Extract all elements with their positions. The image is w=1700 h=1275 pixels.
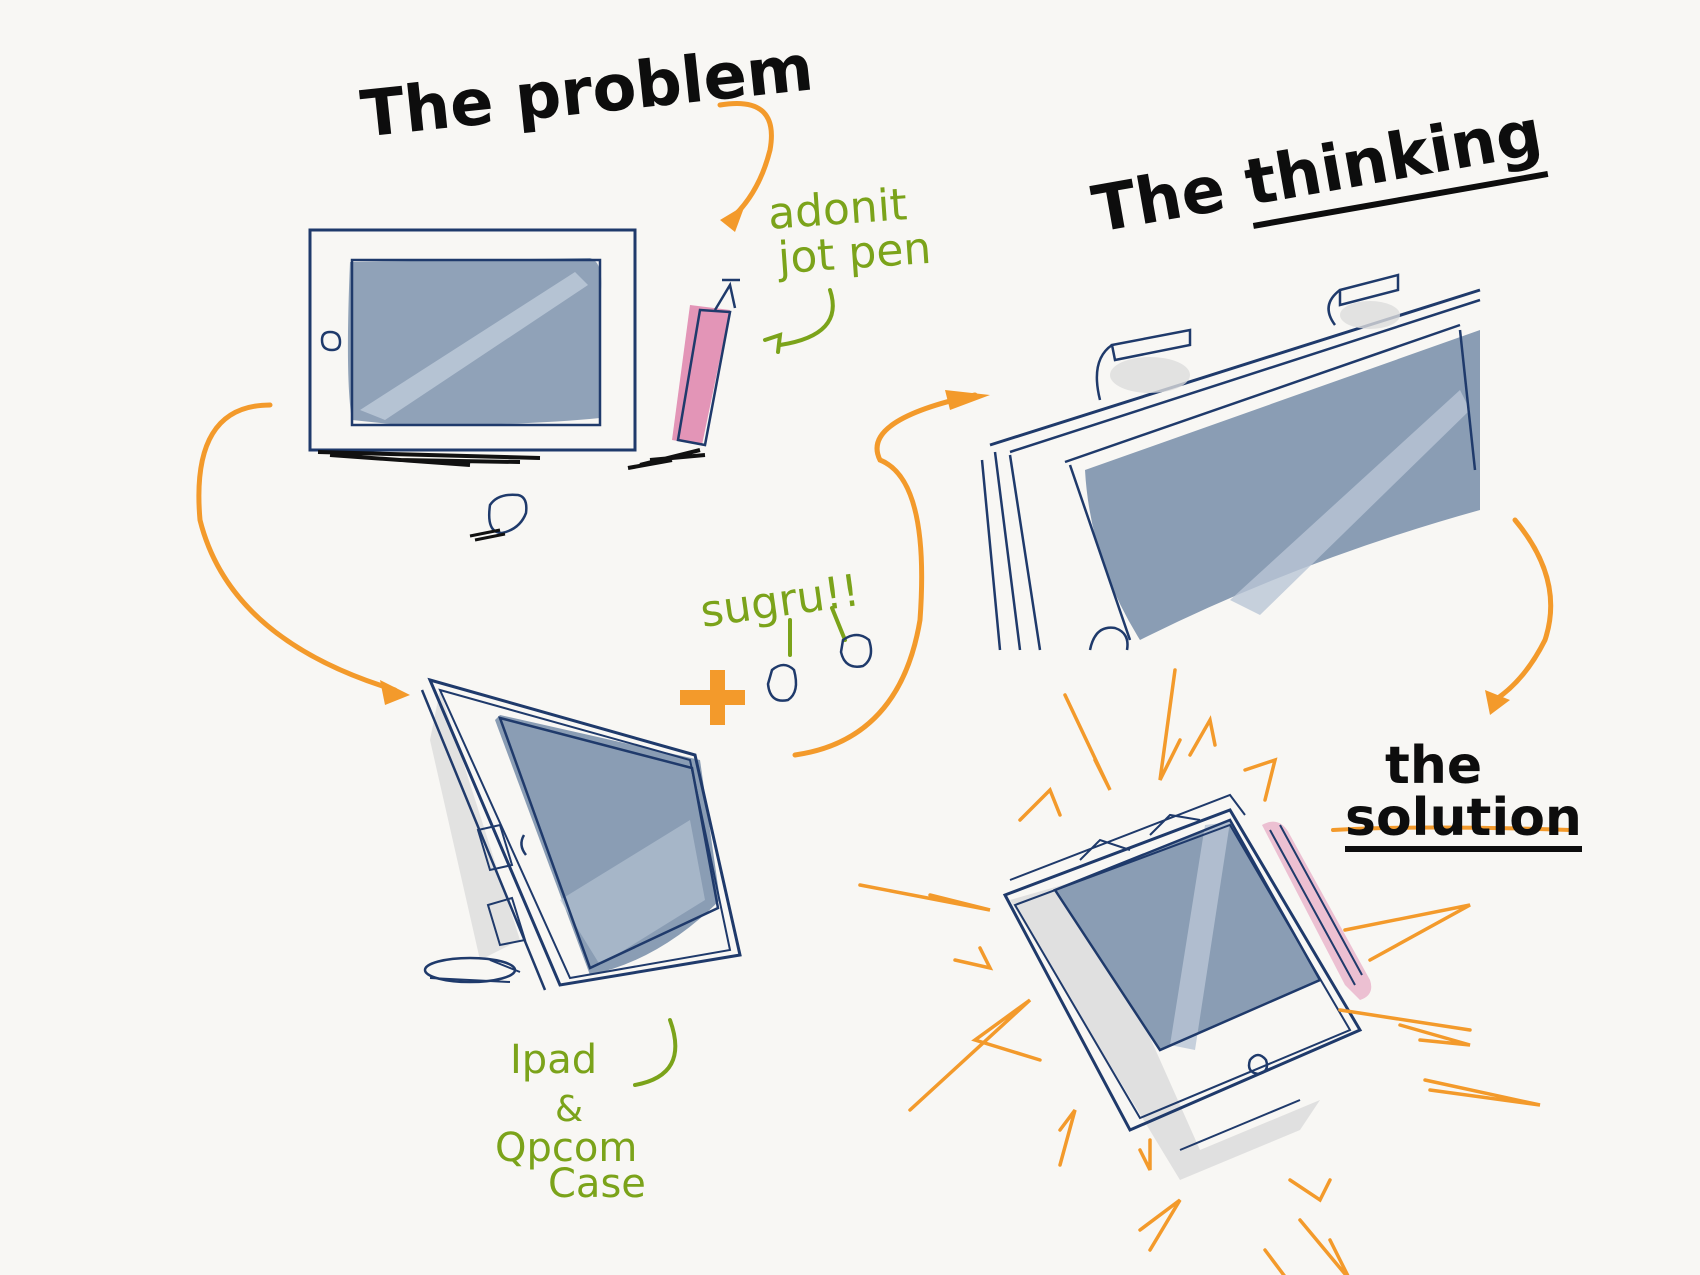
burst-strokes	[858, 668, 1541, 1275]
pointer-lines	[788, 606, 847, 657]
note-arrows	[633, 288, 847, 1087]
home-button-icon	[320, 330, 342, 352]
arrowhead-icon	[945, 390, 990, 410]
clip-icon	[1327, 273, 1400, 329]
stylus-icon	[627, 278, 740, 470]
case-annotation-line3: Qpcom	[495, 1125, 638, 1171]
putty-blob-icon	[766, 663, 798, 702]
putty-blob-icon	[488, 493, 528, 535]
underline-stroke	[1331, 825, 1572, 832]
clip-icon	[1095, 328, 1192, 401]
curved-arrow-icon	[792, 392, 978, 758]
arrowhead-icon	[380, 680, 410, 705]
sugru-blobs	[766, 633, 873, 702]
plus-icon	[680, 670, 745, 725]
arrowhead-icon	[720, 205, 745, 232]
pen-annotation-line2: jot pen	[776, 222, 933, 285]
curved-arrow-icon	[633, 1018, 678, 1087]
curved-arrow-icon	[196, 402, 398, 693]
curved-arrow-icon	[717, 101, 774, 218]
case-annotation-line1: Ipad	[510, 1037, 598, 1083]
problem-tablet-sketch	[308, 228, 740, 542]
arrows	[196, 101, 1572, 832]
curved-arrow-icon	[778, 288, 835, 347]
arrowhead-icon	[1485, 690, 1510, 715]
putty-blob-icon	[839, 633, 873, 668]
case-tablet-sketch	[420, 677, 742, 991]
solution-title-line1: the	[1385, 736, 1483, 796]
case-annotation-line4: Case	[548, 1161, 646, 1207]
case-annotation-line2: &	[555, 1089, 584, 1130]
home-button-icon	[1247, 1053, 1269, 1076]
thinking-tablet-sketch	[980, 273, 1481, 651]
solution-tablet-sketch	[1002, 793, 1372, 1180]
curved-arrow-icon	[1492, 517, 1554, 703]
solution-title-line2: solution	[1345, 792, 1582, 852]
arrowheads	[380, 205, 1510, 725]
